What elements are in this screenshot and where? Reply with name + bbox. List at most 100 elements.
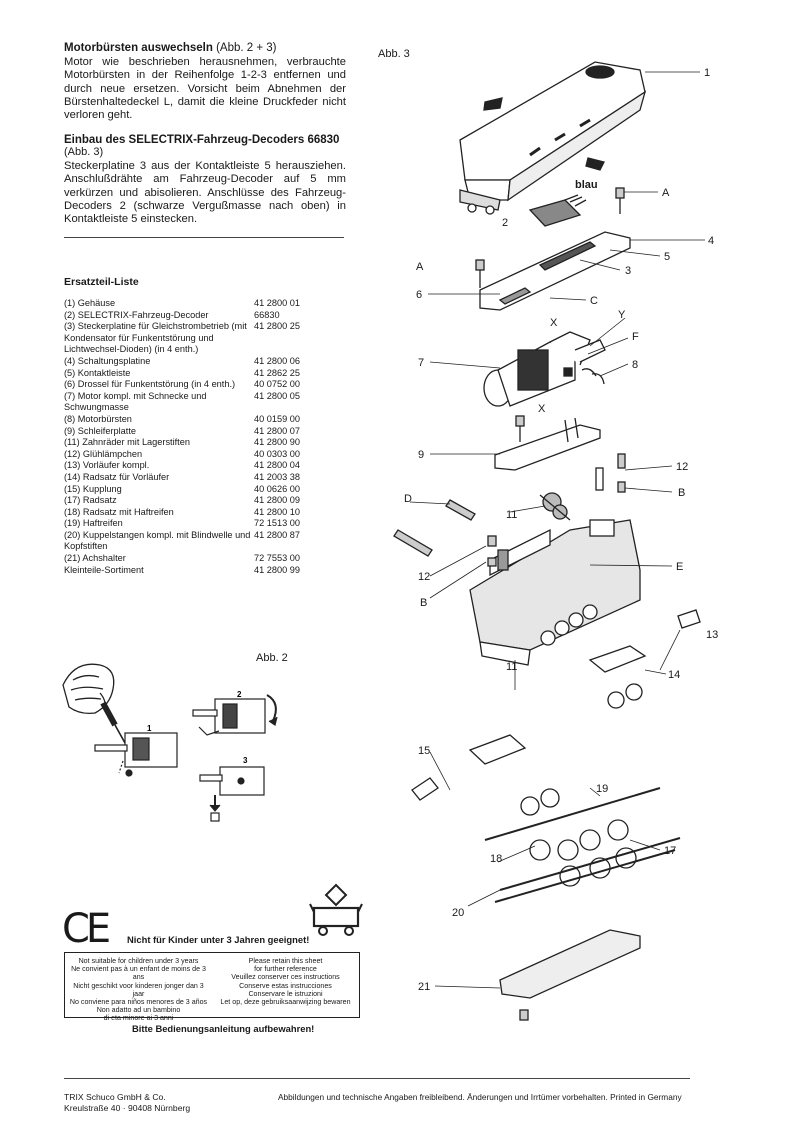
warning-line: di eta minore ai 3 anni <box>103 1014 174 1023</box>
part-number: 41 2800 87 <box>254 529 300 540</box>
warning-line: Please retain this sheet <box>248 957 323 965</box>
footer-company: TRIX Schuco GmbH & Co. Kreulstraße 40 · … <box>64 1092 190 1114</box>
part-number: 41 2800 10 <box>254 506 300 517</box>
abb2-label: Abb. 2 <box>256 652 288 664</box>
warning-line: for further reference <box>254 965 317 974</box>
parts-list-row: (7) Motor kompl. mit Schnecke und Schwun… <box>64 391 354 414</box>
callout-5: 5 <box>664 251 670 263</box>
callout-blau: blau <box>575 179 598 191</box>
callout-14: 14 <box>668 669 680 681</box>
part-description: (20) Kuppelstangen kompl. mit Blindwelle… <box>64 529 251 552</box>
callout-3: 3 <box>625 265 631 277</box>
part-description: (3) Steckerplatine für Gleichstrombetrie… <box>64 321 247 355</box>
callout-21: 21 <box>418 981 430 993</box>
motor-illustration-2 <box>192 694 278 736</box>
part-number: 40 0752 00 <box>254 379 300 390</box>
part-number: 41 2800 09 <box>254 495 300 506</box>
parts-list-row: (13) Vorläufer kompl.41 2800 04 <box>64 460 354 472</box>
warning-line: Nicht geschikt voor kinderen jonger dan … <box>73 981 204 998</box>
part-number: 40 0303 00 <box>254 448 300 459</box>
decoder-ref: (Abb. 3) <box>64 146 104 158</box>
lamp-illustration <box>487 453 626 567</box>
callout-8: 8 <box>632 359 638 371</box>
callout-15: 15 <box>418 745 430 757</box>
callout-abb2-3: 3 <box>243 756 248 765</box>
decoder-section: Einbau des SELECTRIX-Fahrzeug-Decoders 6… <box>64 134 346 226</box>
part-description: (21) Achshalter <box>64 553 126 564</box>
part-number: 40 0626 00 <box>254 483 300 494</box>
parts-list-row: (20) Kuppelstangen kompl. mit Blindwelle… <box>64 530 354 553</box>
footer-divider <box>64 1078 690 1079</box>
callout-9: 9 <box>418 449 424 461</box>
leader-lines <box>409 71 705 989</box>
callout-abb2-2: 2 <box>237 690 242 699</box>
parts-list-row: (18) Radsatz mit Haftreifen 41 2800 10 <box>64 507 354 519</box>
warning-line: Not suitable for children under 3 years <box>78 957 199 965</box>
warning-line: Let op, deze gebruiksaanwijzing bewaren <box>220 998 351 1007</box>
callout-X2: X <box>538 403 546 415</box>
part-number: 66830 <box>254 309 280 320</box>
callout-A2: A <box>416 261 424 273</box>
parts-list-title: Ersatzteil-Liste <box>64 276 139 288</box>
part-number: 41 2800 07 <box>254 425 300 436</box>
callout-4: 4 <box>708 235 714 247</box>
callout-B2: B <box>420 597 427 609</box>
warning-line: No conviene para niños menores de 3 años <box>69 998 208 1007</box>
callout-Y: Y <box>618 309 626 321</box>
callout-D: D <box>404 493 412 505</box>
age-warning-icon <box>309 883 363 936</box>
callout-E: E <box>676 561 683 573</box>
motor-brushes-heading: Motorbürsten auswechseln (Abb. 2 + 3) <box>64 42 277 54</box>
callout-19: 19 <box>596 783 608 795</box>
screw-illustration <box>475 259 485 288</box>
abb3-label: Abb. 3 <box>378 48 410 60</box>
callout-C: C <box>590 295 598 307</box>
circuit-board-illustration <box>479 231 631 311</box>
motor-brushes-text: Motor wie beschrieben herausnehmen, verb… <box>64 56 346 122</box>
hand-illustration <box>62 663 115 715</box>
callout-A: A <box>662 187 670 199</box>
warning-line: Veuillez conserver ces instructions <box>231 973 340 982</box>
warning-line: Ne convient pas à un enfant de moins de … <box>71 965 206 982</box>
abb2-illustration: 1 2 3 <box>62 663 278 822</box>
wheelset-illustration <box>520 604 643 887</box>
callout-abb2-1: 1 <box>147 724 152 733</box>
part-description: (2) SELECTRIX-Fahrzeug-Decoder <box>64 309 209 320</box>
part-number: 41 2800 06 <box>254 355 300 366</box>
part-number: 41 2862 25 <box>254 367 300 378</box>
callout-12b: 12 <box>418 571 430 583</box>
part-description: (15) Kupplung <box>64 483 122 494</box>
callout-7: 7 <box>418 357 424 369</box>
motor-illustration <box>483 331 606 407</box>
decoder-text: Steckerplatine 3 aus der Kontaktleiste 5… <box>64 160 346 226</box>
part-description: (14) Radsatz für Vorläufer <box>64 471 170 482</box>
motor-brushes-section: Motorbürsten auswechseln (Abb. 2 + 3) Mo… <box>64 42 346 122</box>
screwdriver-illustration <box>100 701 126 744</box>
callout-13: 13 <box>706 629 718 641</box>
gear-illustration <box>539 492 571 521</box>
footer-disclaimer: Abbildungen und technische Angaben freib… <box>278 1092 682 1102</box>
part-description: (18) Radsatz mit Haftreifen <box>64 506 174 517</box>
part-number: 41 2800 01 <box>254 298 300 308</box>
part-number: 41 2800 90 <box>254 437 300 448</box>
callout-2: 2 <box>502 217 508 229</box>
callout-11: 11 <box>506 509 517 521</box>
divider <box>64 237 344 238</box>
screw-illustration <box>515 415 525 442</box>
part-description: (13) Vorläufer kompl. <box>64 460 150 471</box>
warning-line: Conservare le istruzioni <box>248 989 323 998</box>
keep-instructions-notice: Bitte Bedienungsanleitung aufbewahren! <box>132 1023 315 1034</box>
ce-mark: CE <box>62 906 111 952</box>
screw-illustration <box>615 187 625 214</box>
